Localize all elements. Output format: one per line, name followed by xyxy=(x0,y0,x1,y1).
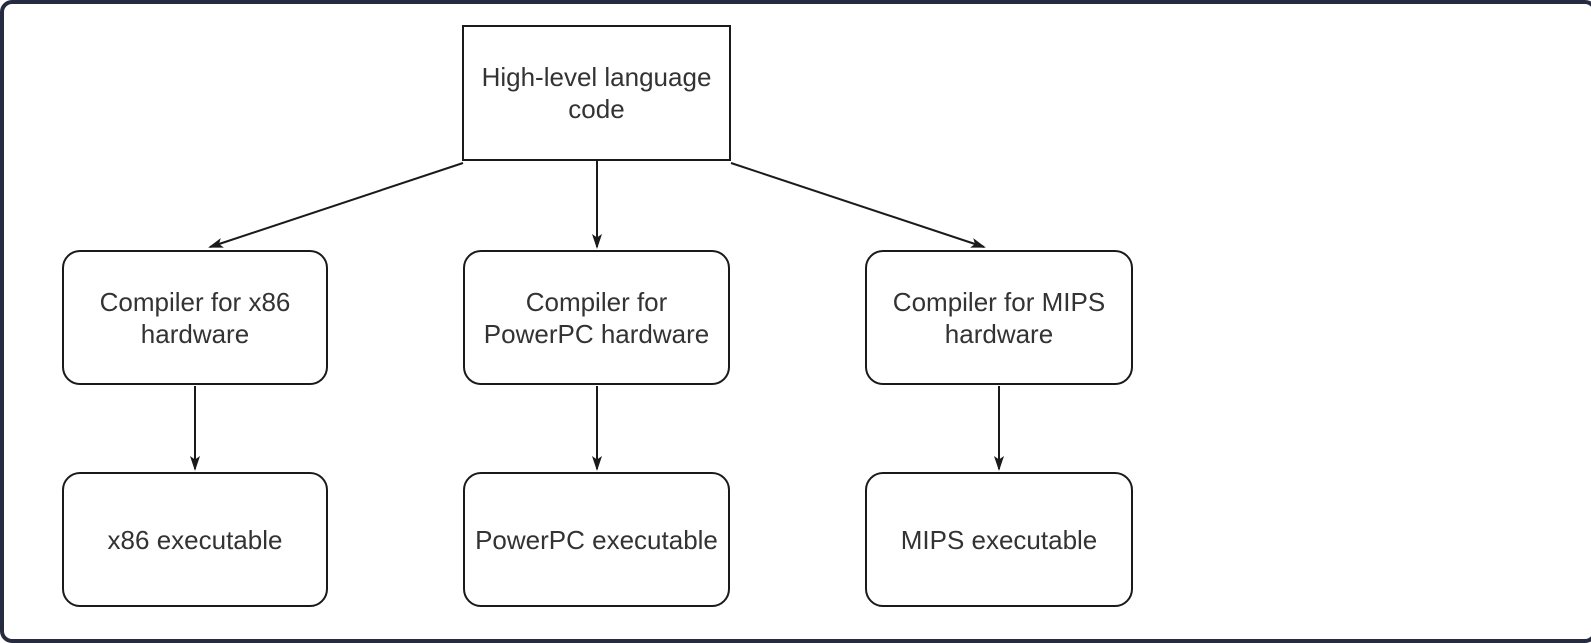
node-label-line: MIPS executable xyxy=(900,524,1098,555)
node-label-line: PowerPC hardware xyxy=(483,318,710,349)
node-label-line: code xyxy=(568,94,625,124)
node-x86-executable: x86 executable xyxy=(62,472,328,607)
node-label-line: x86 executable xyxy=(107,524,283,555)
node-label-line: PowerPC executable xyxy=(475,524,718,555)
node-label: x86 executable xyxy=(108,524,283,556)
node-label-line: hardware xyxy=(140,318,250,349)
node-label-line: Compiler for xyxy=(525,286,668,317)
edge-high-level-language-code-to-compiler-for-x86-hardware xyxy=(208,162,464,248)
node-powerpc-executable: PowerPC executable xyxy=(463,472,730,607)
node-label: MIPS executable xyxy=(901,524,1098,556)
edge-high-level-language-code-to-compiler-for-mips-hardware xyxy=(730,162,986,248)
node-label-line: Compiler for MIPS xyxy=(892,286,1106,317)
node-label-line: High-level language xyxy=(481,62,712,92)
node-label-line: Compiler for x86 xyxy=(99,286,291,317)
node-mips-executable: MIPS executable xyxy=(865,472,1133,607)
node-label-line: hardware xyxy=(944,318,1054,349)
node-label: PowerPC executable xyxy=(475,524,718,556)
